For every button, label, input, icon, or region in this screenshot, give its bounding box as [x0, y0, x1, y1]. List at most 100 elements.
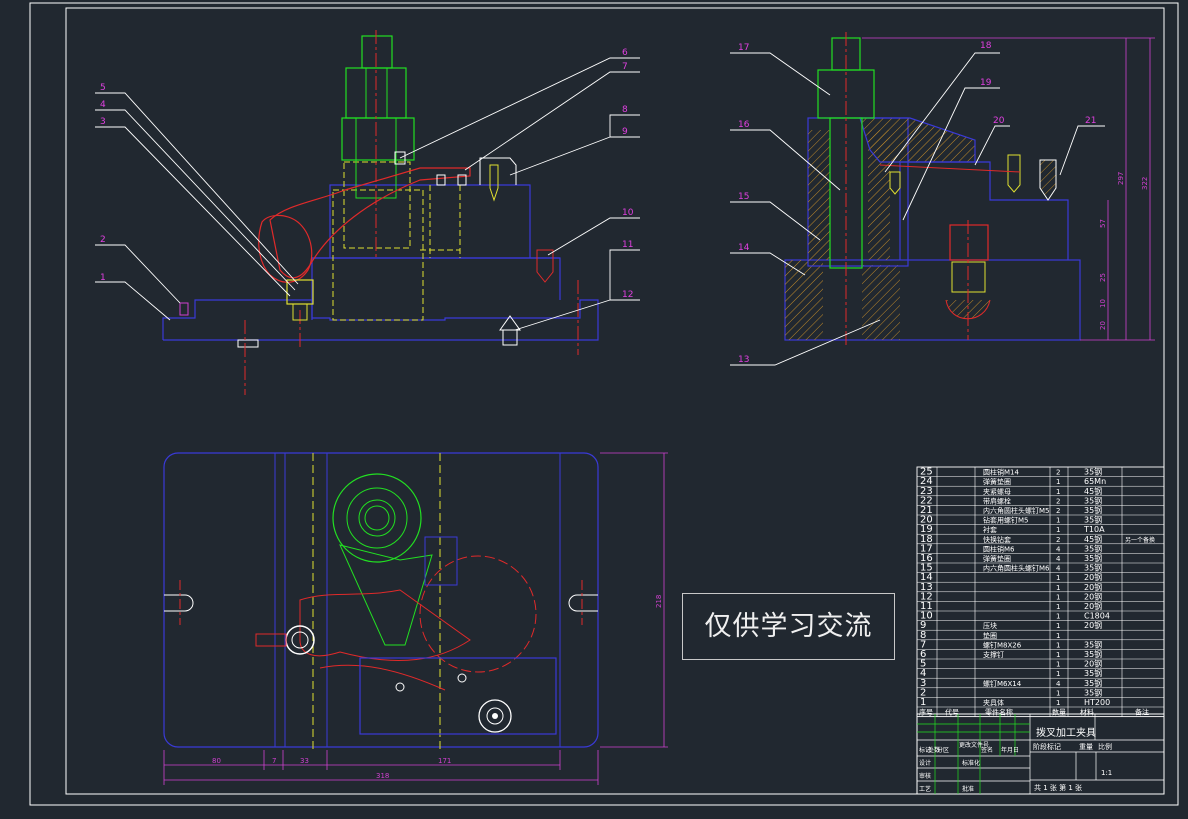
parts-row-qty: 4 [1056, 565, 1061, 573]
dim-322: 322 [1141, 177, 1149, 190]
parts-row-name: 螺钉M8X26 [983, 640, 1022, 649]
parts-row-name: 圆柱销M6 [983, 544, 1015, 553]
callout-5: 5 [100, 83, 106, 93]
plan-pin-2 [457, 673, 467, 683]
plan-lever [339, 544, 433, 646]
parts-row-qty: 1 [1056, 584, 1060, 592]
parts-header-cell: 材料 [1080, 708, 1094, 717]
parts-row-no: 5 [920, 659, 926, 670]
title-block-signature: 签名 [981, 746, 993, 754]
front-locator-10 [536, 249, 554, 283]
parts-row-no: 13 [920, 582, 933, 593]
parts-row-name: 弹簧垫圈 [983, 477, 1011, 486]
plan-workpiece-circle [419, 555, 537, 673]
parts-row-material: 35钢 [1084, 543, 1102, 553]
parts-row-qty: 1 [1056, 574, 1060, 582]
parts-row-no: 11 [920, 601, 933, 612]
callout-10: 10 [622, 208, 634, 218]
parts-row-name: 支撑钉 [983, 650, 1004, 659]
title-block-change-doc: 更改文件号 [959, 741, 989, 749]
parts-row-no: 8 [920, 630, 926, 641]
parts-header-cell: 代号 [945, 708, 959, 717]
side-base-hatch-mid [862, 265, 900, 340]
callout-7: 7 [622, 62, 628, 72]
callout-19: 19 [980, 78, 992, 88]
front-right-block [479, 157, 517, 185]
parts-row-name: 圆柱销M14 [983, 468, 1019, 477]
parts-row-qty: 4 [1056, 555, 1061, 563]
parts-row-material: 45钢 [1084, 486, 1102, 496]
plan-view [163, 452, 599, 750]
side-screw-20 [1007, 154, 1021, 193]
parts-header-cell: 序号 [919, 708, 933, 717]
parts-row-qty: 2 [1056, 507, 1060, 515]
front-base-outline [162, 299, 599, 341]
plan-jaw [424, 536, 458, 586]
parts-row-no: 24 [920, 476, 933, 487]
plan-slot-left [164, 594, 194, 612]
side-column-hatch [808, 130, 830, 260]
parts-row-qty: 1 [1056, 670, 1060, 678]
parts-row-note: 另一个备换 [1125, 536, 1155, 544]
plan-nut-bore [364, 505, 390, 531]
side-view [784, 32, 1081, 345]
parts-row-name: 夹紧螺母 [983, 487, 1011, 496]
dim-80: 80 [212, 757, 221, 765]
title-block-stage-label: 阶段标记 [1033, 742, 1061, 751]
parts-row-material: 20钢 [1084, 591, 1102, 601]
callout-16: 16 [738, 120, 750, 130]
side-screw-21 [1039, 159, 1057, 201]
title-block-mark: 标记 [919, 746, 931, 754]
callout-13: 13 [738, 355, 749, 365]
parts-row-no: 4 [920, 668, 926, 679]
parts-row-material: 20钢 [1084, 601, 1102, 611]
parts-row-no: 9 [920, 620, 926, 631]
dim-171: 171 [438, 757, 451, 765]
parts-row-material: C1804 [1084, 612, 1110, 621]
title-block-role-process: 工艺 [919, 785, 931, 793]
parts-row-no: 19 [920, 524, 933, 535]
plan-view-dimension-lines [163, 452, 668, 785]
parts-row-qty: 1 [1056, 488, 1060, 496]
parts-row-no: 10 [920, 611, 933, 622]
parts-row-qty: 4 [1056, 545, 1061, 553]
title-block-date: 年月日 [1001, 746, 1019, 754]
title-block-weight-label: 重量 [1079, 743, 1093, 751]
side-red-line [879, 164, 1021, 173]
parts-row-qty: 1 [1056, 478, 1060, 486]
parts-row-name: 夹具体 [983, 698, 1004, 707]
title-block-scale: 1:1 [1101, 769, 1112, 777]
parts-row-name: 衬套 [983, 525, 997, 534]
parts-row-no: 17 [920, 543, 933, 554]
parts-row-material: 35钢 [1084, 639, 1102, 649]
front-pin-7a [436, 174, 446, 186]
callout-11: 11 [622, 240, 633, 250]
parts-row-qty: 1 [1056, 613, 1060, 621]
watermark-box: 仅供学习交流 [682, 593, 895, 660]
parts-row-material: 35钢 [1084, 515, 1102, 525]
dim-318: 318 [376, 772, 389, 780]
parts-row-qty: 1 [1056, 699, 1060, 707]
parts-row-no: 2 [920, 687, 926, 698]
callout-3: 3 [100, 117, 106, 127]
callout-4: 4 [100, 100, 106, 110]
parts-row-material: 35钢 [1084, 563, 1102, 573]
dim-33: 33 [300, 757, 309, 765]
side-screw-18 [889, 171, 901, 195]
parts-row-name: 内六角圆柱头螺钉M5 [983, 506, 1050, 515]
parts-row-material: 35钢 [1084, 553, 1102, 563]
front-block-outline [311, 257, 561, 320]
front-workpiece-boss [258, 214, 313, 283]
callout-21: 21 [1085, 116, 1096, 126]
dim-10: 10 [1099, 299, 1107, 308]
parts-row-qty: 1 [1056, 651, 1060, 659]
parts-row-qty: 1 [1056, 689, 1060, 697]
parts-row-material: 35钢 [1084, 649, 1102, 659]
title-block-role-approve: 批准 [962, 785, 974, 793]
title-block-role-design: 设计 [919, 759, 931, 767]
parts-row-material: 65Mn [1084, 477, 1106, 486]
plan-view-dimensions: 80 7 33 171 318 218 [212, 595, 663, 780]
parts-row-material: 20钢 [1084, 659, 1102, 669]
